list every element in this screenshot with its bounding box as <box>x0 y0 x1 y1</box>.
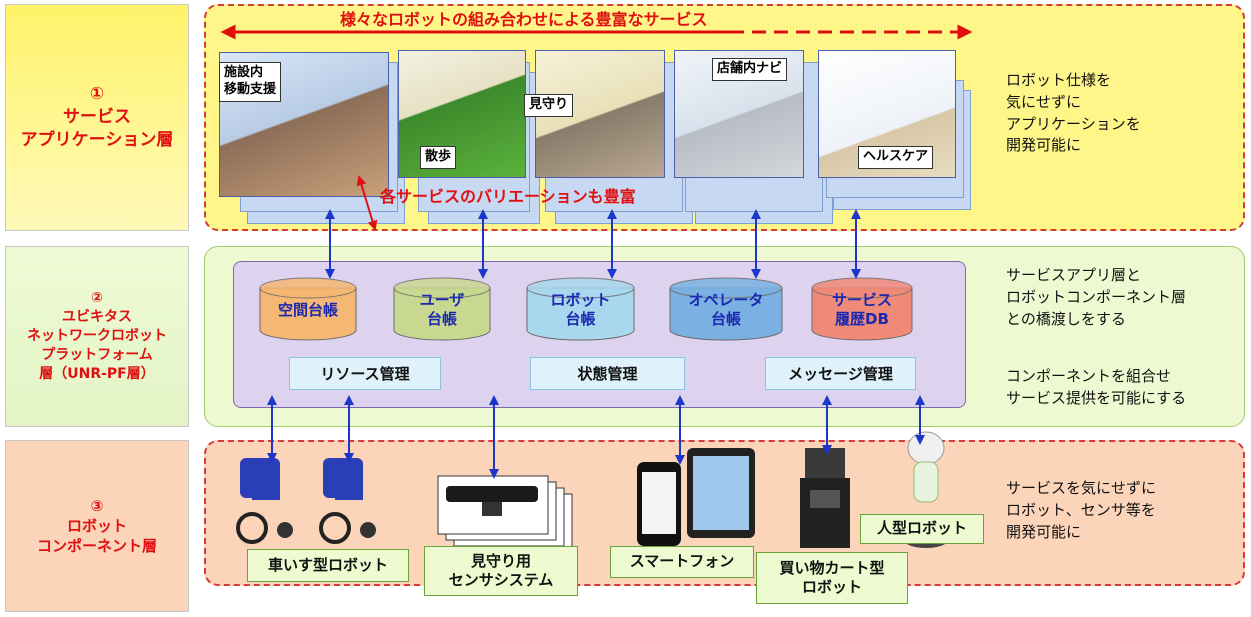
app-layer-description: ロボット仕様を 気にせずに アプリケーションを 開発可能に <box>1006 71 1141 155</box>
service-tag-walk: 散歩 <box>420 146 457 169</box>
state-management-box: 状態管理 <box>530 357 685 390</box>
db-service-history: サービス履歴DB <box>831 291 892 328</box>
service-tag-watch: 見守り <box>524 94 574 117</box>
platform-description-bridge: サービスアプリ層と ロボットコンポーネント層 との橋渡しをする <box>1006 266 1187 328</box>
layer-number: ② <box>91 290 103 307</box>
layer-label-platform: ② ユビキタス ネットワークロボット プラットフォーム 層（UNR-PF層） <box>5 246 189 427</box>
layer-title-line: サービス <box>63 107 131 128</box>
component-label-wheelchair: 車いす型ロボット <box>247 549 409 582</box>
component-label-shopping-cart-robot: 買い物カート型ロボット <box>756 552 908 604</box>
component-layer-description: サービスを気にせずに ロボット、センサ等を 開発可能に <box>1006 479 1157 541</box>
service-tag-store-navi: 店舗内ナビ <box>712 58 788 81</box>
layer-number: ③ <box>90 496 104 515</box>
layer-title-line: コンポーネント層 <box>36 537 157 556</box>
service-tag-facility-mobility: 施設内 移動支援 <box>219 62 282 102</box>
component-label-sensor-system: 見守り用センサシステム <box>424 546 578 596</box>
db-user-ledger: ユーザ台帳 <box>419 291 465 328</box>
service-card-walk <box>398 50 526 178</box>
layer-title-line: プラットフォーム <box>41 346 153 363</box>
db-spatial-ledger: 空間台帳 <box>277 300 338 319</box>
layer-title-line: ユビキタス <box>62 309 132 326</box>
service-tag-healthcare: ヘルスケア <box>858 146 934 169</box>
layer-title-line: ネットワークロボット <box>27 328 167 345</box>
component-label-humanoid-robot: 人型ロボット <box>860 514 984 544</box>
message-management-box: メッセージ管理 <box>765 357 916 390</box>
layer-title-line: アプリケーション層 <box>20 129 174 150</box>
db-robot-ledger: ロボット台帳 <box>550 291 611 328</box>
layer-title-line: 層（UNR-PF層） <box>39 365 155 382</box>
layer-number: ① <box>89 84 105 105</box>
db-operator-ledger: オペレータ台帳 <box>688 291 764 328</box>
platform-description-combine: コンポーネントを組合せ サービス提供を可能にする <box>1006 367 1187 407</box>
component-label-smartphone: スマートフォン <box>610 546 754 578</box>
layer-label-component: ③ ロボット コンポーネント層 <box>5 440 189 612</box>
layer-label-application: ① サービス アプリケーション層 <box>5 4 189 231</box>
app-layer-title: 様々なロボットの組み合わせによる豊富なサービス <box>340 10 708 29</box>
resource-management-box: リソース管理 <box>289 357 441 390</box>
variation-caption: 各サービスのバリエーションも豊富 <box>380 187 636 206</box>
layer-title-line: ロボット <box>66 516 127 535</box>
